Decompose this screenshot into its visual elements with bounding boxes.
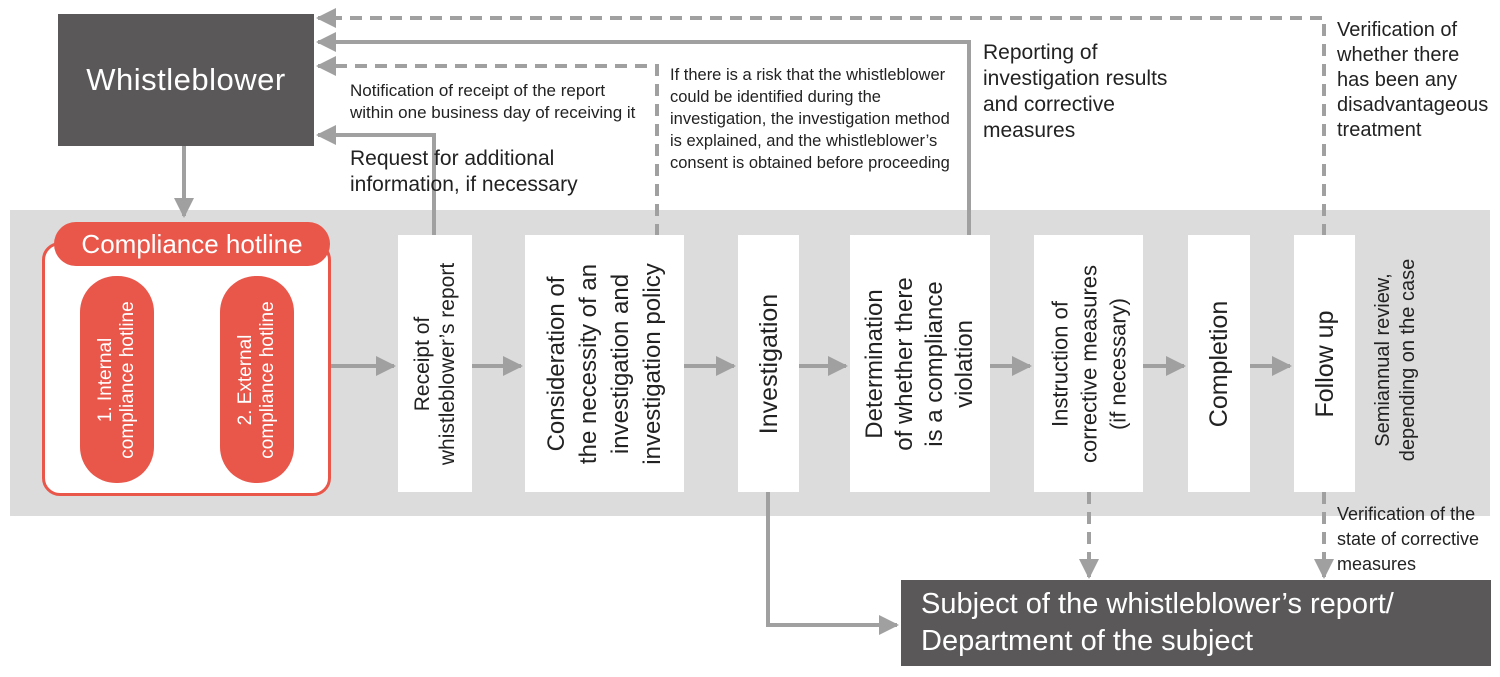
step-receipt-line-2: whistleblower’s report — [436, 262, 459, 465]
risk-note-line-4: is explained, and the whistleblower’s — [670, 132, 938, 150]
step-instruction-line-1: Instruction of — [1047, 300, 1072, 427]
step-consideration-line-4: investigation policy — [638, 262, 666, 465]
semiannual-note-line-2: depending on the case — [1397, 258, 1419, 462]
step-instruction-line-2: corrective measures — [1076, 264, 1101, 463]
internal-hotline-line-1: 1. Internal — [95, 337, 116, 422]
step-determination-line-4: violation — [951, 319, 978, 408]
step-determination-line-1: Determination — [861, 288, 888, 439]
external-hotline-pill: 2. External compliance hotline — [220, 276, 294, 483]
step-determination: Determination of whether there is a comp… — [850, 235, 990, 492]
whistleblower-box: Whistleblower — [58, 14, 314, 146]
step-determination-line-2: of whether there — [891, 276, 918, 451]
risk-note-line-5: consent is obtained before proceeding — [670, 154, 950, 172]
verification-disadvantage-line-5: treatment — [1337, 119, 1422, 141]
notification-note-line-1: Notification of receipt of the report — [350, 81, 606, 100]
notification-line — [316, 125, 436, 236]
reporting-note: Reporting of investigation results and c… — [983, 40, 1223, 144]
step-consideration-line-1: Consideration of — [542, 276, 570, 451]
step-consideration-line-3: investigation and — [606, 273, 634, 454]
request-note: Request for additional information, if n… — [350, 146, 650, 198]
verification-disadvantage-line-2: whether there — [1337, 44, 1460, 66]
verification-disadvantage-line-3: has been any — [1337, 69, 1458, 91]
external-hotline-line-1: 2. External — [235, 334, 256, 425]
verification-corrective-note: Verification of the state of corrective … — [1337, 502, 1497, 577]
risk-note-line-2: could be identified during the — [670, 88, 881, 106]
reporting-note-line-2: investigation results — [983, 67, 1168, 90]
reporting-note-line-1: Reporting of — [983, 41, 1098, 64]
verification-corrective-line-3: measures — [1337, 554, 1417, 574]
consent-line — [316, 56, 659, 236]
semiannual-note-line-1: Semiannual review, — [1372, 273, 1394, 447]
risk-note-line-3: investigation, the investigation method — [670, 110, 950, 128]
step-consideration-line-2: the necessity of an — [574, 263, 602, 464]
subject-line-1: Subject of the whistleblower’s report/ — [921, 588, 1394, 620]
step-receipt: Receipt of whistleblower’s report — [398, 235, 472, 492]
external-hotline-line-2: compliance hotline — [257, 300, 278, 459]
subject-line-2: Department of the subject — [921, 625, 1254, 657]
step-instruction-line-3: (if necessary) — [1105, 297, 1130, 430]
subject-box: Subject of the whistleblower’s report/ D… — [901, 580, 1491, 666]
verification-feedback-line — [316, 8, 1326, 236]
semiannual-note: Semiannual review, depending on the case — [1366, 240, 1426, 480]
internal-hotline-pill: 1. Internal compliance hotline — [80, 276, 154, 483]
verification-disadvantage-line-4: disadvantageous — [1337, 94, 1489, 116]
internal-hotline-line-2: compliance hotline — [117, 300, 138, 459]
investigation-to-subject-line — [766, 492, 899, 635]
step-instruction: Instruction of corrective measures (if n… — [1034, 235, 1143, 492]
step-follow-up-line-1: Follow up — [1310, 310, 1339, 417]
step-consideration: Consideration of the necessity of an inv… — [525, 235, 684, 492]
risk-note: If there is a risk that the whistleblowe… — [670, 64, 962, 174]
step-investigation: Investigation — [738, 235, 799, 492]
step-completion-line-1: Completion — [1205, 300, 1233, 427]
verification-disadvantage-line-1: Verification of — [1337, 19, 1458, 41]
verification-corrective-line-2: state of corrective — [1337, 529, 1480, 549]
step-determination-line-3: is a compliance — [921, 280, 948, 447]
reporting-note-line-4: measures — [983, 119, 1076, 142]
request-note-line-2: information, if necessary — [350, 173, 578, 196]
notification-note: Notification of receipt of the report wi… — [350, 80, 650, 124]
reporting-results-line — [316, 32, 971, 236]
step-receipt-line-1: Receipt of — [411, 316, 434, 411]
step-investigation-line-1: Investigation — [754, 293, 783, 434]
verification-disadvantage-note: Verification of whether there has been a… — [1337, 18, 1497, 143]
notification-note-line-2: within one business day of receiving it — [350, 103, 636, 122]
request-note-line-1: Request for additional — [350, 147, 555, 170]
compliance-hotline-title: Compliance hotline — [54, 222, 330, 266]
step-completion: Completion — [1188, 235, 1250, 492]
reporting-note-line-3: and corrective — [983, 93, 1115, 116]
verification-corrective-line-1: Verification of the — [1337, 504, 1476, 524]
risk-note-line-1: If there is a risk that the whistleblowe… — [670, 66, 946, 84]
step-follow-up: Follow up — [1294, 235, 1355, 492]
